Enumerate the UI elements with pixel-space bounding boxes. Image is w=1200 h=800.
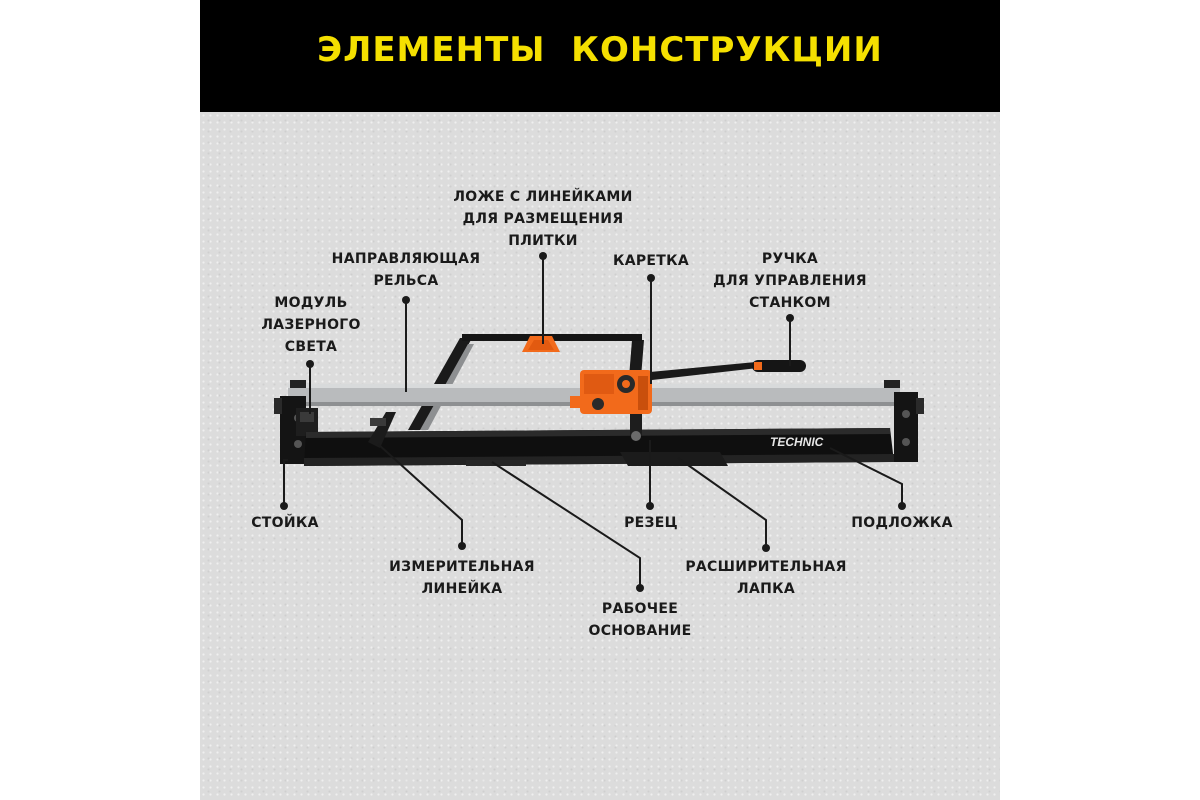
leader-base-plate xyxy=(829,447,903,506)
laser-module xyxy=(296,408,318,436)
label-work-base: РАБОЧЕЕ ОСНОВАНИЕ xyxy=(588,601,692,639)
tile-cutter-diagram: TECHNIC xyxy=(274,252,924,592)
handle xyxy=(650,360,806,380)
label-handle: РУЧКА ДЛЯ УПРАВЛЕНИЯ СТАНКОМ xyxy=(713,251,867,311)
leader-work-base xyxy=(491,461,641,588)
leader-lines xyxy=(280,252,906,592)
label-tile-bed: ЛОЖЕ С ЛИНЕЙКАМИ ДЛЯ РАЗМЕЩЕНИЯ ПЛИТКИ xyxy=(453,189,633,249)
label-carriage: КАРЕТКА xyxy=(612,253,690,269)
leader-extension-foot xyxy=(677,457,767,548)
brand-logo: TECHNIC xyxy=(770,435,824,449)
label-base-plate: ПОДЛОЖКА xyxy=(851,515,953,531)
cutter xyxy=(630,414,642,441)
leader-stand xyxy=(283,459,288,506)
label-measuring-ruler: ИЗМЕРИТЕЛЬНАЯ ЛИНЕЙКА xyxy=(389,559,535,597)
label-guide-rail: НАПРАВЛЯЮЩАЯ РЕЛЬСА xyxy=(331,251,481,289)
header-bar: ЭЛЕМЕНТЫ КОНСТРУКЦИИ xyxy=(200,0,1000,112)
page-title: ЭЛЕМЕНТЫ КОНСТРУКЦИИ xyxy=(317,30,883,70)
tile-cutter-machine: TECHNIC xyxy=(274,334,924,466)
leader-measuring-ruler xyxy=(377,443,463,546)
label-laser-module: МОДУЛЬ ЛАЗЕРНОГО СВЕТА xyxy=(261,295,361,355)
infographic-panel: ЭЛЕМЕНТЫ КОНСТРУКЦИИ xyxy=(200,0,1000,800)
measuring-ruler xyxy=(368,412,396,448)
carriage xyxy=(570,370,652,414)
stand-right xyxy=(894,392,924,462)
label-cutter: РЕЗЕЦ xyxy=(624,515,678,531)
label-stand: СТОЙКА xyxy=(251,515,319,531)
work-base xyxy=(304,428,894,466)
extension-foot xyxy=(466,452,728,466)
label-extension-foot: РАСШИРИТЕЛЬНАЯ ЛАПКА xyxy=(685,559,847,597)
